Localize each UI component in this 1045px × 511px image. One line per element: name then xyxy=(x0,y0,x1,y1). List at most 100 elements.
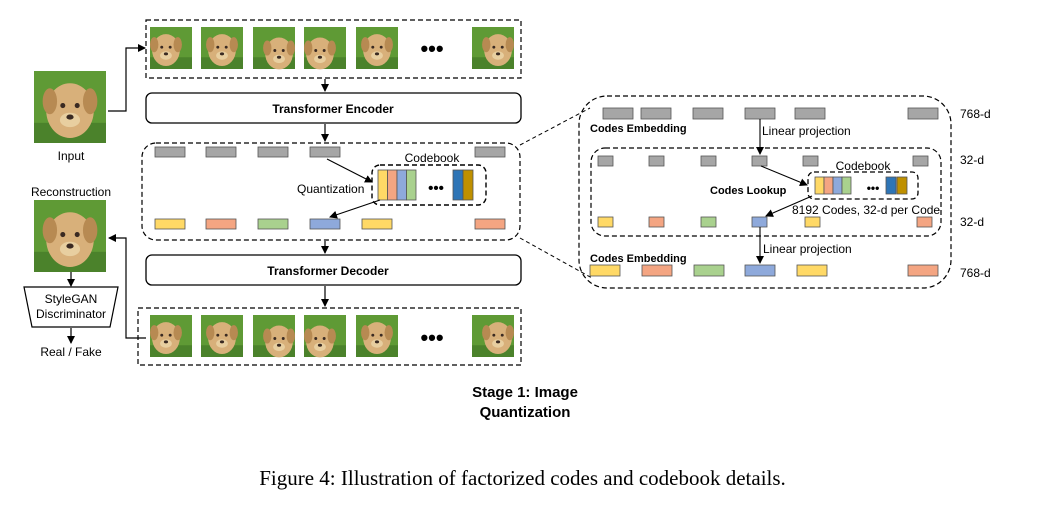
embedding-768-token xyxy=(640,107,672,120)
embedding-32-colored-token xyxy=(700,216,717,228)
arrow-detail-codebook-to-token xyxy=(765,195,813,217)
embedding-768-colored-row xyxy=(589,264,939,277)
input-patch xyxy=(150,27,192,69)
dim-768-bottom-label: 768-d xyxy=(960,266,991,280)
detail-codebook-entry xyxy=(841,176,852,195)
stylegan-discriminator xyxy=(23,286,119,328)
zoom-line-top xyxy=(519,107,591,146)
codes-info-label: 8192 Codes, 32-d per Code xyxy=(792,203,940,217)
input-puppy-photo xyxy=(34,71,106,143)
embedding-32-gray-row xyxy=(597,155,929,167)
embedding-768-colored-token xyxy=(641,264,673,277)
embedding-32-colored-token xyxy=(751,216,768,228)
quantized-token xyxy=(361,218,393,230)
output-patches-box xyxy=(137,307,522,366)
input-patch xyxy=(356,27,398,69)
reconstruction-puppy-photo xyxy=(34,200,106,272)
embedding-32-token xyxy=(700,155,717,167)
input-label: Input xyxy=(58,149,85,163)
input-image xyxy=(34,71,106,143)
detail-codebook-entry xyxy=(885,176,897,195)
transformer-encoder-label: Transformer Encoder xyxy=(272,102,394,116)
input-patch xyxy=(304,27,346,70)
output-patch-row xyxy=(150,315,514,358)
detail-codebook-ellipsis: ••• xyxy=(867,181,880,195)
output-patch-ellipsis: ••• xyxy=(420,325,443,350)
dim-32-bottom-label: 32-d xyxy=(960,215,984,229)
detail-codebook-entries xyxy=(814,176,908,195)
embedding-768-token xyxy=(602,107,634,120)
arrow-codebook-to-token xyxy=(329,199,381,219)
quantized-token xyxy=(154,218,186,230)
embedding-32-token xyxy=(648,155,665,167)
embedding-32-token xyxy=(751,155,768,167)
encoded-token xyxy=(205,146,237,158)
output-patch xyxy=(201,315,243,357)
detail-codebook-box xyxy=(807,171,919,200)
codebook-entry xyxy=(452,169,464,201)
embedding-768-colored-token xyxy=(589,264,621,277)
input-patch xyxy=(253,27,295,70)
codebook-entry xyxy=(377,169,388,201)
dim-32-top-label: 32-d xyxy=(960,153,984,167)
figure-caption: Figure 4: Illustration of factorized cod… xyxy=(259,466,786,490)
encoded-tokens-row xyxy=(154,146,506,158)
input-patch-ellipsis: ••• xyxy=(420,36,443,61)
arrow-token-to-codebook xyxy=(326,158,373,183)
embedding-768-colored-token xyxy=(907,264,939,277)
quantization-label: Quantization xyxy=(297,182,364,196)
embedding-768-colored-token xyxy=(796,264,828,277)
embedding-32-token xyxy=(802,155,819,167)
embedding-768-token xyxy=(692,107,724,120)
stage-title-line1: Stage 1: Image xyxy=(472,384,578,401)
embedding-32-colored-row xyxy=(597,216,933,228)
embedding-768-colored-token xyxy=(744,264,776,277)
encoded-token xyxy=(154,146,186,158)
stage-title-line2: Quantization xyxy=(479,404,571,421)
codebook-ellipsis: ••• xyxy=(428,180,444,197)
encoded-token xyxy=(257,146,289,158)
embedding-32-colored-token xyxy=(597,216,614,228)
input-patch xyxy=(472,27,514,69)
discriminator-label-line1: StyleGAN xyxy=(45,292,98,306)
embedding-32-token xyxy=(597,155,614,167)
quantized-token xyxy=(205,218,237,230)
encoded-token xyxy=(309,146,341,158)
input-patch-row xyxy=(150,27,514,70)
codes-embedding-bottom-label: Codes Embedding xyxy=(590,253,687,265)
transformer-encoder-box xyxy=(145,92,522,124)
embedding-768-token xyxy=(907,107,939,120)
codebook-entry xyxy=(396,169,407,201)
encoded-token xyxy=(474,146,506,158)
transformer-decoder-box xyxy=(145,254,522,286)
quantized-token xyxy=(309,218,341,230)
zoom-line-bottom xyxy=(519,237,593,279)
codebook-entry xyxy=(387,169,398,201)
transformer-decoder-label: Transformer Decoder xyxy=(267,264,389,278)
detail-codebook-label: Codebook xyxy=(836,159,892,173)
detail-codebook-entry xyxy=(823,176,834,195)
linear-projection-bottom-label: Linear projection xyxy=(763,242,852,256)
dim-768-top-label: 768-d xyxy=(960,107,991,121)
embedding-32-colored-token xyxy=(916,216,933,228)
arrow-input-to-patches xyxy=(108,44,146,112)
detail-codebook-entry xyxy=(896,176,908,195)
input-patch xyxy=(201,27,243,69)
reconstruction-label: Reconstruction xyxy=(31,185,111,199)
codes-lookup-label: Codes Lookup xyxy=(710,185,787,197)
codes-embedding-top-label: Codes Embedding xyxy=(590,123,687,135)
detail-panel xyxy=(578,95,952,289)
input-patches-box xyxy=(145,19,522,79)
detail-codebook-entry xyxy=(814,176,825,195)
codebook-label: Codebook xyxy=(405,151,461,165)
reconstruction-image xyxy=(34,200,106,272)
embedding-32-colored-token xyxy=(804,216,821,228)
codebook-entries xyxy=(377,169,474,201)
output-patch xyxy=(253,315,295,358)
detail-codebook-entry xyxy=(832,176,843,195)
arrow-patches-to-recon xyxy=(108,234,146,339)
quantized-tokens-row xyxy=(154,218,506,230)
embedding-768-colored-token xyxy=(693,264,725,277)
arrow-token-to-detail-codebook xyxy=(760,165,808,187)
